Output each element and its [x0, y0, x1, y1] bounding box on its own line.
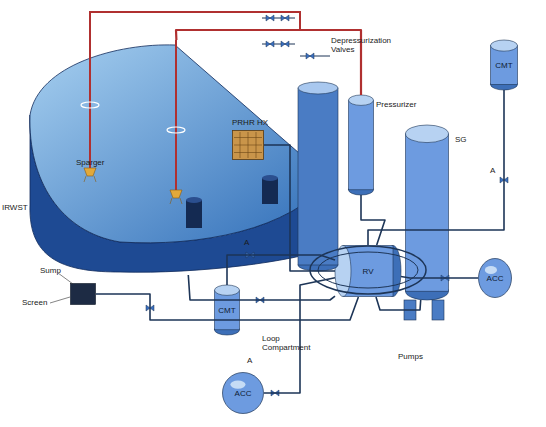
vessel-top — [406, 125, 449, 143]
vessel-end — [335, 246, 351, 297]
screen-body — [71, 284, 96, 305]
sump-screen: Screen — [70, 283, 96, 305]
vessel-label: ACC — [478, 258, 512, 298]
hx-body — [233, 131, 264, 160]
valve-symbol — [281, 41, 289, 47]
irwst-tank: IRWST — [28, 40, 333, 275]
accumulator-sphere: ACC — [478, 258, 512, 298]
shape-outline — [405, 125, 449, 300]
valve-symbol — [266, 41, 274, 47]
core-makeup-tank: CMT — [490, 40, 518, 90]
valve-group-label: Depressurization Valves — [331, 36, 403, 54]
pipe-line — [188, 275, 335, 300]
part-label: PRHR HX — [232, 118, 276, 127]
sphere-highlight — [485, 266, 497, 274]
sphere-highlight — [230, 380, 245, 388]
vessel-top — [298, 82, 338, 94]
part-label: Sparger — [76, 158, 116, 167]
part-label: Pressurizer — [376, 100, 426, 109]
valve-symbol — [306, 53, 314, 59]
heat-exchanger: PRHR HX — [232, 130, 264, 160]
leader-line — [50, 297, 70, 303]
hx-tubes — [234, 132, 262, 158]
vessel-label: ACC — [222, 372, 264, 414]
vessel-top — [215, 285, 240, 295]
pipe-line — [376, 297, 421, 310]
sphere-body — [479, 259, 512, 298]
pressurizer-vessel: Pressurizer — [348, 95, 374, 195]
vessel-top — [349, 95, 374, 105]
tank-outlet — [186, 200, 202, 228]
part-label: Screen — [22, 298, 54, 307]
water-surface — [30, 45, 330, 243]
tank-outlet-top — [186, 197, 202, 203]
vessel-body — [349, 100, 374, 190]
vessel-top — [491, 40, 518, 51]
vessel-body — [298, 88, 338, 265]
core-makeup-tank: CMT — [214, 285, 240, 335]
vessel-label: CMT — [214, 285, 240, 335]
steam-generator-left — [298, 82, 338, 271]
depressurization-line — [175, 40, 177, 190]
vessel-body — [406, 134, 449, 291]
valve-pipe — [262, 18, 330, 56]
pipe-line — [361, 195, 385, 245]
part-label: SG — [455, 135, 475, 144]
valve-symbol — [281, 15, 289, 21]
reactor-vessel: RV — [335, 245, 401, 297]
vessel-label: CMT — [490, 40, 518, 90]
sphere-body — [223, 373, 264, 414]
part-label: Sump — [40, 266, 70, 275]
vessel-label: RV — [335, 245, 401, 297]
area-label: Loop Compartment — [262, 334, 322, 352]
pump-body — [432, 300, 444, 320]
tank-outlet-top — [262, 175, 278, 181]
valve-callout: A — [247, 356, 257, 365]
valve-callout: A — [244, 238, 254, 247]
shape-outline — [232, 130, 264, 160]
valve-callout: A — [490, 166, 500, 175]
steam-generator: SG — [405, 125, 449, 300]
shape-outline — [70, 283, 96, 305]
part-label: IRWST — [2, 203, 32, 212]
accumulator-sphere: ACC — [222, 372, 264, 414]
shape-outline — [28, 40, 333, 275]
part-label: Pumps — [398, 352, 438, 361]
shape-outline — [348, 95, 374, 195]
valve-symbol — [266, 15, 274, 21]
tank-outlet — [262, 178, 278, 204]
